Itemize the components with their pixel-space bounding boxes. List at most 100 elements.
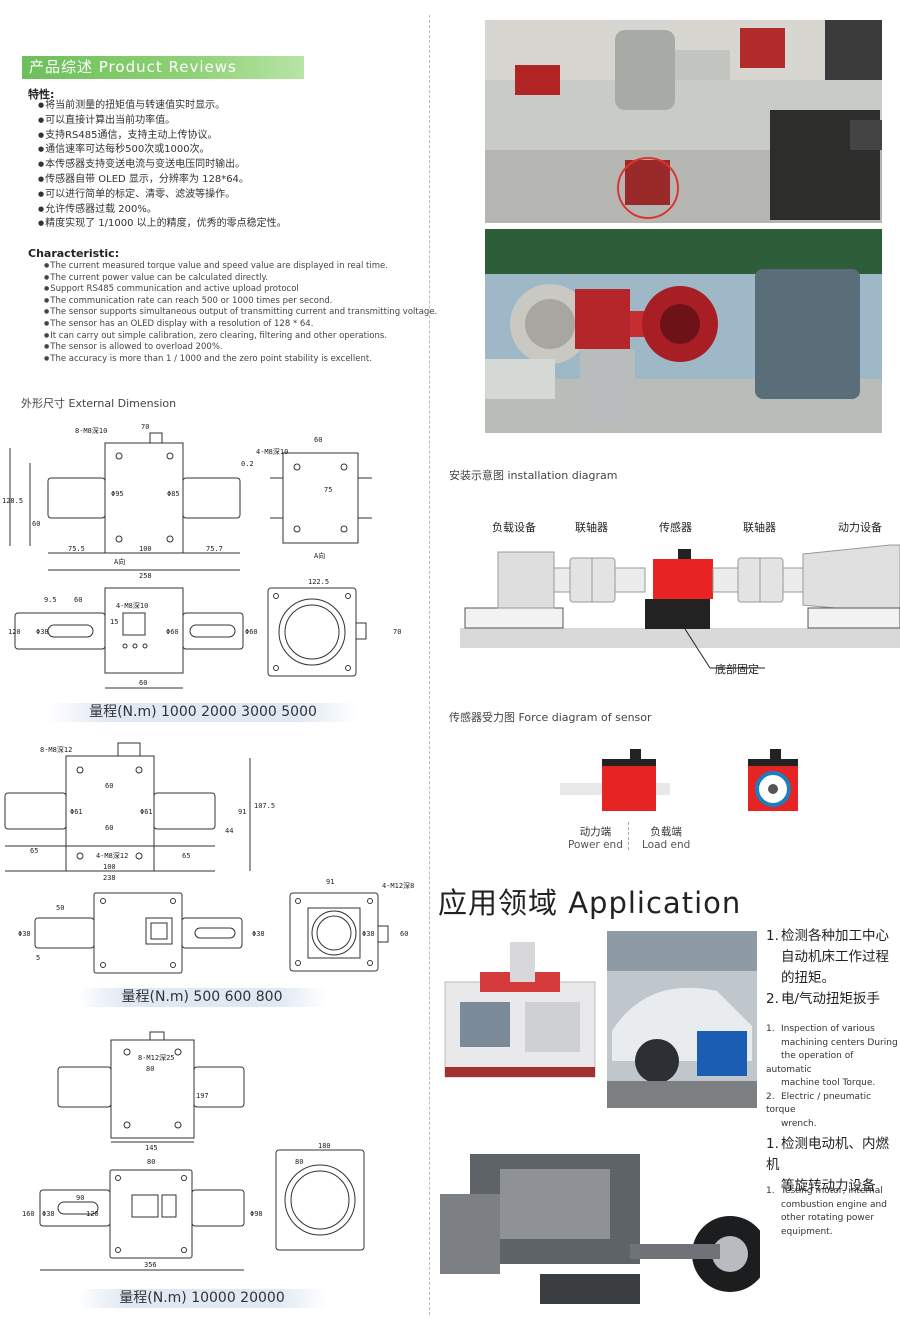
power-end-label: 动力端 Power end	[568, 824, 623, 851]
range-label: 量程(N.m) 10000 20000	[119, 1290, 285, 1306]
feature-item: 通信速率可达每秒500次或1000次。	[38, 143, 287, 158]
dim-label: 65	[182, 852, 190, 860]
range-label: 量程(N.m) 1000 2000 3000 5000	[89, 704, 317, 720]
section-header-overview: 产品综述 Product Reviews	[22, 56, 304, 79]
dim-label: 60	[105, 824, 113, 832]
test-bench-photo	[485, 20, 882, 223]
dim-label: 100	[103, 863, 116, 871]
dimension-drawing-3: 8-M12深25 80 197 145 180 80 80 90 120 160…	[22, 1031, 365, 1271]
application-list-cn-1: 1.检测各种加工中心 自动机床工作过程 的扭矩。 2.电/气动扭矩扳手	[766, 926, 889, 1010]
characteristic-item: It can carry out simple calibration, zer…	[44, 331, 437, 343]
dim-label: 122.5	[308, 578, 329, 586]
app-item-text: 自动机床工作过程	[781, 949, 889, 965]
dim-label: Φ38	[18, 930, 31, 938]
dim-label: Φ61	[140, 808, 153, 816]
range-label: 量程(N.m) 500 600 800	[121, 989, 283, 1005]
app-en-text: combustion engine and	[781, 1199, 887, 1210]
characteristic-item: The sensor has an OLED display with a re…	[44, 319, 437, 331]
power-end-en: Power end	[568, 839, 623, 851]
range-bar-3: 量程(N.m) 10000 20000	[78, 1289, 326, 1308]
app-item: 的扭矩。	[766, 968, 889, 989]
dim-label: Φ38	[36, 628, 49, 636]
dimension-drawing-1: 8-M8深10 70 4-M8深10 60 128.5 60 Φ95 Φ85 7…	[2, 423, 401, 689]
app-en-text: wrench.	[781, 1118, 817, 1129]
install-label-load: 负载设备	[492, 521, 536, 534]
dim-label: Φ98	[250, 1210, 263, 1218]
dim-label: 70	[141, 423, 149, 431]
dim-label: 80	[146, 1065, 154, 1073]
app-en-text: machine tool Torque.	[781, 1078, 876, 1088]
characteristic-item: The sensor supports simultaneous output …	[44, 307, 437, 319]
base-fixed-label: 底部固定	[715, 663, 759, 676]
range-bar-2: 量程(N.m) 500 600 800	[78, 988, 326, 1007]
power-end-cn: 动力端	[579, 826, 612, 838]
dim-label: Φ38	[252, 930, 265, 938]
dim-label: 80	[147, 1158, 155, 1166]
dim-label: Φ38	[42, 1210, 55, 1218]
dim-label: 60	[314, 436, 322, 444]
dim-label: 8-M8深12	[40, 745, 72, 754]
feature-item: 将当前测量的扭矩值与转速值实时显示。	[38, 99, 287, 114]
app-en-text: Testing motor, internal	[781, 1186, 883, 1196]
app-en-text: the operation of automatic	[766, 1051, 854, 1075]
installation-title: 安装示意图 installation diagram	[449, 469, 618, 482]
dim-label: 100	[139, 545, 152, 553]
auto-assembly-photo	[607, 931, 757, 1108]
app-en-text: Inspection of various	[781, 1024, 875, 1034]
dim-label: 9.5	[44, 596, 57, 604]
feature-item: 传感器自带 OLED 显示，分辨率为 128*64。	[38, 173, 287, 188]
dim-label: 197	[196, 1092, 209, 1100]
feature-item: 支持RS485通信，支持主动上传协议。	[38, 129, 287, 144]
dim-label: 4-M8深12	[96, 851, 128, 860]
dimension-drawing-2: 8-M8深12 60 Φ61 Φ61 91 107.5 60 44 65 4-M…	[4, 742, 414, 974]
dim-label: 44	[225, 827, 233, 835]
dim-label: 90	[76, 1194, 84, 1202]
app-item: 等旋转动力设备	[766, 1176, 900, 1197]
dim-label: 75	[324, 486, 332, 494]
dim-label: 60	[139, 679, 147, 687]
app-item: 1.检测电动机、内燃机	[766, 1136, 889, 1173]
end-divider	[628, 822, 629, 850]
dim-label: 8-M8深10	[75, 426, 107, 435]
features-label: 特性:	[28, 88, 55, 101]
feature-item: 本传感器支持变送电流与变送电压同时输出。	[38, 158, 287, 173]
app-en-item: wrench.	[766, 1118, 900, 1132]
dim-label: 15	[110, 618, 118, 626]
dim-label: 50	[56, 904, 64, 912]
app-item-text: 检测电动机、内燃机	[766, 1136, 889, 1173]
section-title: 产品综述 Product Reviews	[29, 58, 237, 76]
app-item-text: 的扭矩。	[781, 970, 835, 986]
feature-item: 可以直接计算出当前功率值。	[38, 114, 287, 129]
app-item-text: 电/气动扭矩扳手	[781, 991, 881, 1007]
dim-label: A向	[114, 557, 125, 566]
dim-label: 75.7	[206, 545, 223, 553]
dimension-title: 外形尺寸 External Dimension	[21, 397, 177, 410]
dim-label: Φ60	[166, 628, 179, 636]
dim-label: 0.2	[241, 460, 254, 468]
application-list-en-1: 1.Inspection of various machining center…	[766, 1023, 900, 1131]
force-diagram	[560, 749, 798, 811]
dim-label: Φ61	[70, 808, 83, 816]
characteristic-item: The sensor is allowed to overload 200%.	[44, 342, 437, 354]
app-en-item: 2.Electric / pneumatic torque	[766, 1091, 872, 1116]
install-label-power: 动力设备	[838, 521, 882, 534]
app-en-item: other rotating power	[766, 1212, 887, 1226]
app-item: 1.检测各种加工中心	[766, 928, 889, 944]
dim-label: 120	[8, 628, 21, 636]
app-en-item: the operation of automatic	[766, 1050, 900, 1077]
sensor-motor-photo	[485, 229, 882, 433]
characteristics-list: The current measured torque value and sp…	[44, 261, 437, 365]
dim-label: 60	[74, 596, 82, 604]
app-item-text: 等旋转动力设备	[781, 1178, 876, 1194]
app-item: 2.电/气动扭矩扳手	[766, 991, 881, 1007]
dim-label: 91	[326, 878, 334, 886]
dim-label: 356	[144, 1261, 157, 1269]
force-title: 传感器受力图 Force diagram of sensor	[449, 711, 652, 724]
application-title: 应用领域 Application	[438, 886, 742, 920]
dim-label: Φ60	[245, 628, 258, 636]
dim-label: 4-M12深8	[382, 881, 414, 890]
dim-label: 60	[32, 520, 40, 528]
characteristic-label: Characteristic:	[28, 247, 120, 260]
machining-center-photo	[440, 932, 600, 1107]
range-bar-1: 量程(N.m) 1000 2000 3000 5000	[48, 703, 358, 722]
